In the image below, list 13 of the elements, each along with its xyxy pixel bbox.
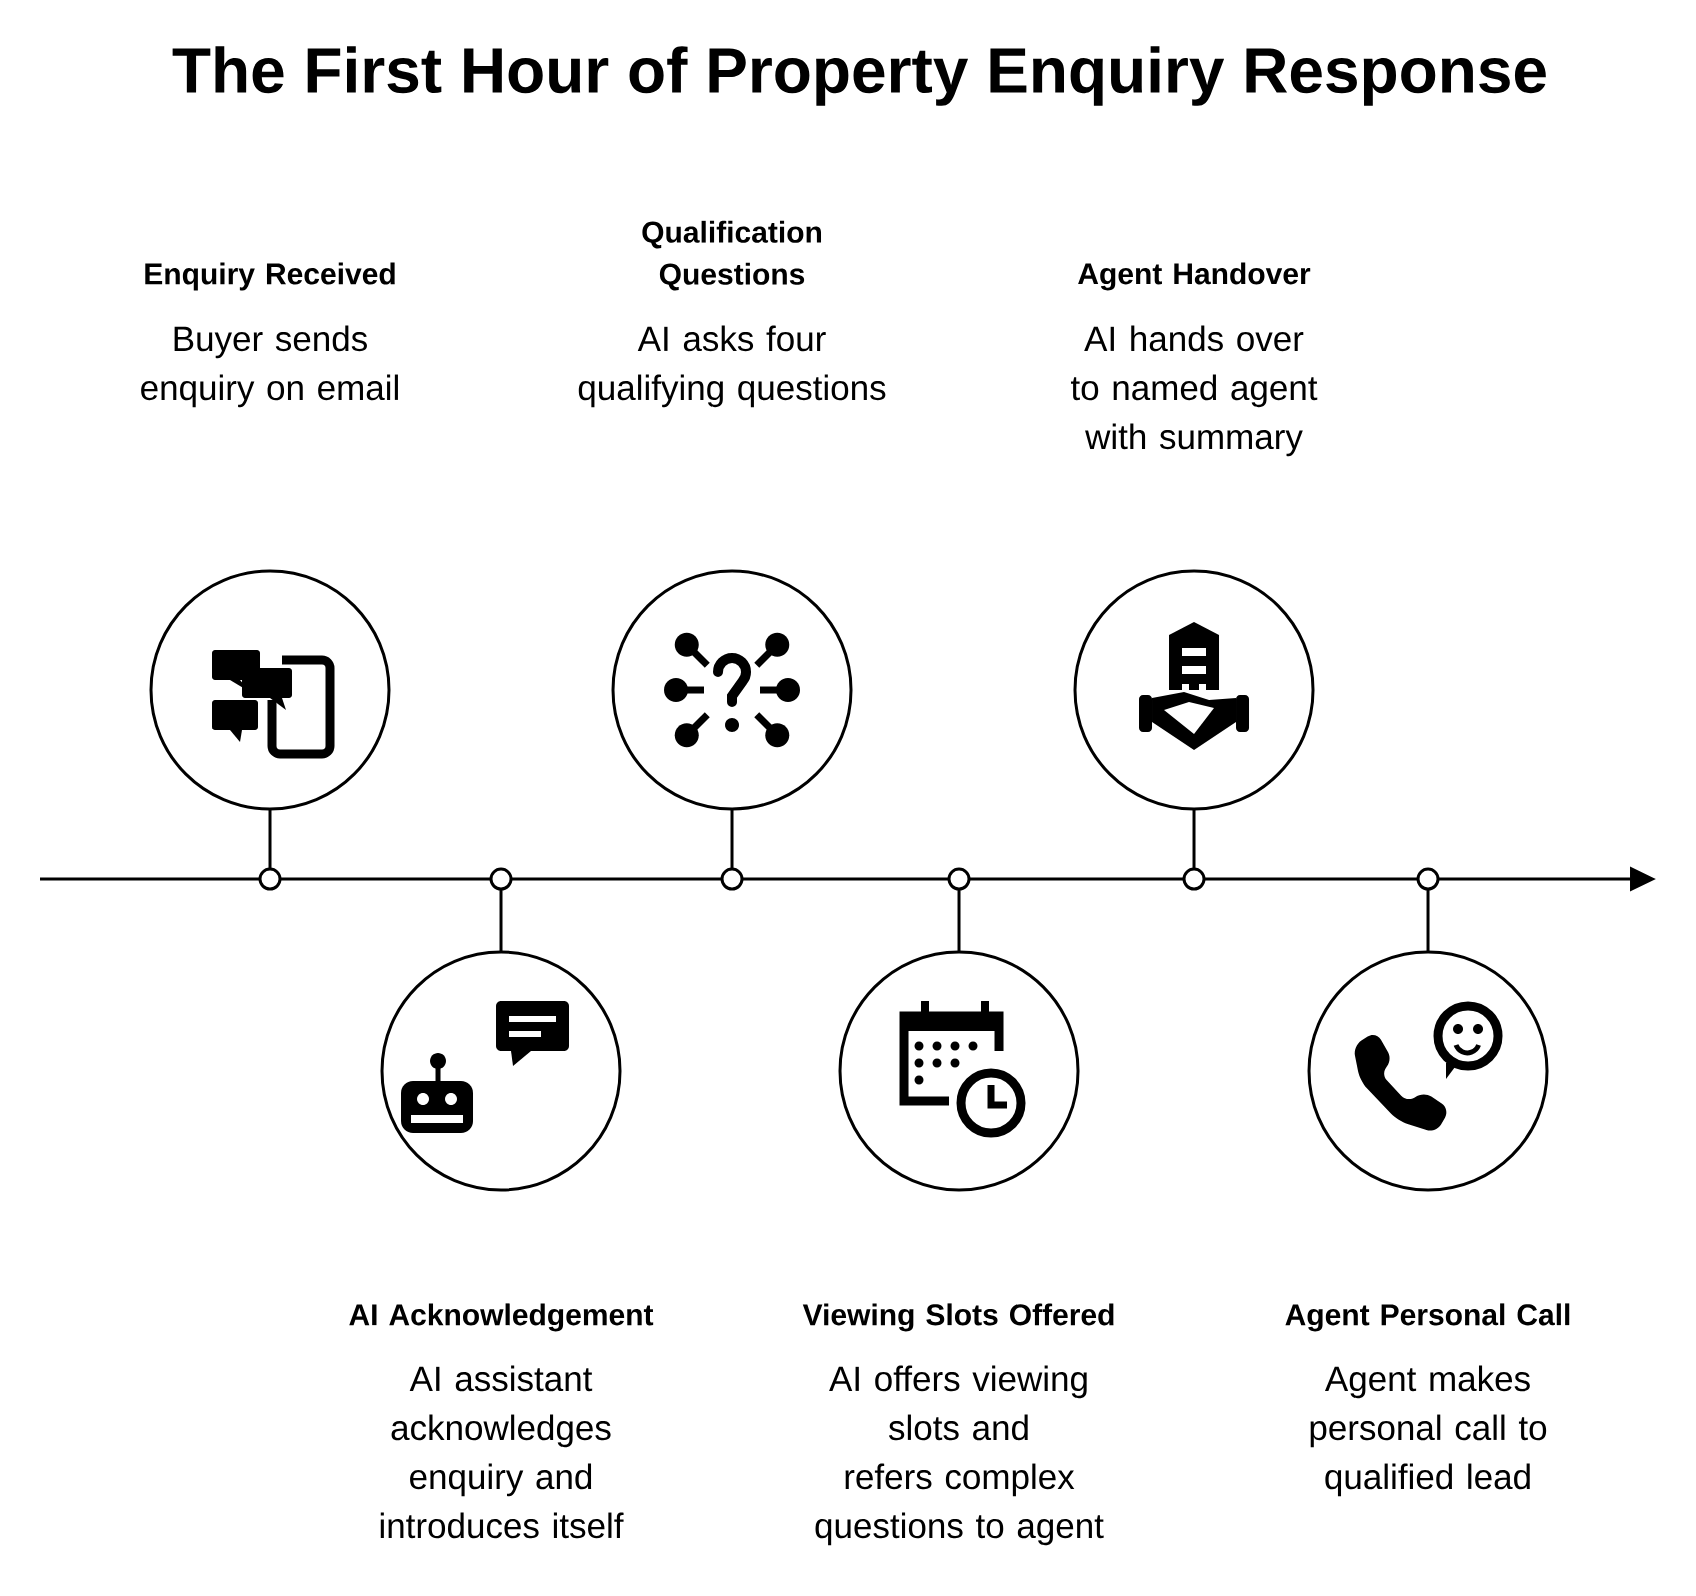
- step-heading: Agent Handover: [1078, 262, 1311, 291]
- step-description: Agent makes personal call to qualified lead: [1310, 1365, 1547, 1497]
- step-heading: AI Acknowledgement: [349, 1303, 654, 1332]
- step-description: AI assistant acknowledges enquiry and introduces itself: [380, 1365, 624, 1539]
- step-heading: Agent Personal Call: [1285, 1303, 1570, 1332]
- title: The First Hour of Property Enquiry Response: [172, 46, 1546, 106]
- step-description: AI offers viewing slots and refers complex questions to agent: [815, 1365, 1104, 1546]
- step-description: AI asks four qualifying questions: [578, 325, 886, 408]
- step-heading: Viewing Slots Offered: [802, 1303, 1114, 1332]
- step-heading: Enquiry Received: [145, 262, 395, 291]
- step-description: Buyer sends enquiry on email: [141, 325, 398, 408]
- step-heading: Qualification Questions: [642, 220, 821, 291]
- step-description: AI hands over to named agent with summary: [1071, 325, 1318, 457]
